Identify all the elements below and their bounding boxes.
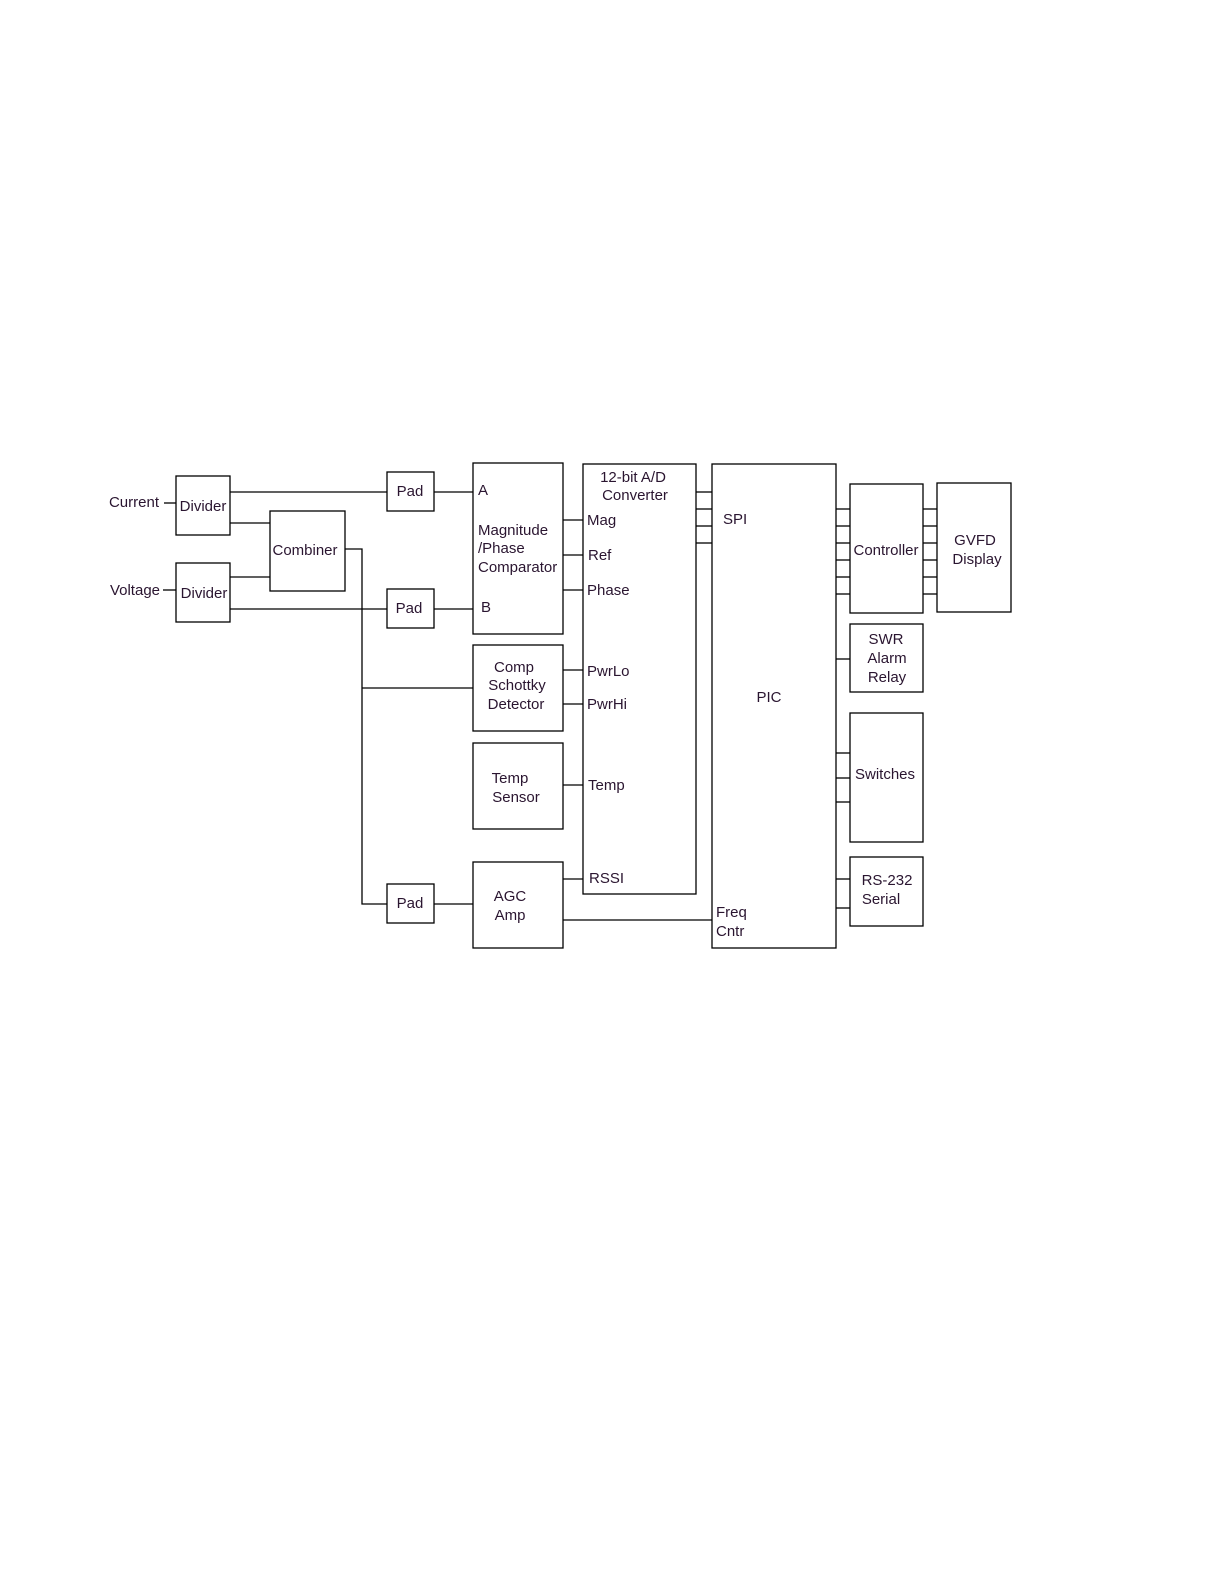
divider-current-block: Divider	[176, 476, 230, 535]
comparator-label-line1: Magnitude	[478, 522, 548, 539]
swr-label-line3: Relay	[868, 669, 907, 686]
adc-port-pwrhi: PwrHi	[587, 696, 627, 713]
switches-label: Switches	[855, 766, 915, 783]
divider-voltage-label: Divider	[181, 585, 228, 602]
divider-voltage-block: Divider	[176, 563, 230, 622]
gvfd-label-line2: Display	[952, 551, 1002, 568]
schottky-block: Comp Schottky Detector	[473, 645, 563, 731]
pic-port-freq-line2: Cntr	[716, 923, 744, 940]
adc-label-line1: 12-bit A/D	[600, 469, 666, 486]
agc-amp-block: AGC Amp	[473, 862, 563, 948]
rs232-label-line1: RS-232	[862, 872, 913, 889]
adc-block: 12-bit A/D Converter Mag Ref Phase PwrLo…	[583, 464, 696, 894]
agc-amp-box	[473, 862, 563, 948]
combiner-block: Combiner	[270, 511, 345, 591]
controller-label: Controller	[853, 542, 918, 559]
pic-block: SPI PIC Freq Cntr	[712, 464, 836, 948]
pic-port-spi: SPI	[723, 511, 747, 528]
adc-port-ref: Ref	[588, 547, 612, 564]
gvfd-display-block: GVFD Display	[937, 483, 1011, 612]
schottky-label-line1: Comp	[494, 659, 534, 676]
pad-b-block: Pad	[387, 589, 434, 628]
comparator-block: A Magnitude /Phase Comparator B	[473, 463, 563, 634]
rs232-label-line2: Serial	[862, 891, 900, 908]
adc-label-line2: Converter	[602, 487, 668, 504]
divider-current-label: Divider	[180, 498, 227, 515]
comparator-label-line3: Comparator	[478, 559, 557, 576]
temp-sensor-label-line1: Temp	[492, 770, 529, 787]
pic-port-freq-line1: Freq	[716, 904, 747, 921]
rs232-serial-block: RS-232 Serial	[850, 857, 923, 926]
pad-agc-label: Pad	[397, 895, 424, 912]
swr-alarm-relay-block: SWR Alarm Relay	[850, 624, 923, 692]
pic-box	[712, 464, 836, 948]
pad-a-block: Pad	[387, 472, 434, 511]
adc-port-phase: Phase	[587, 582, 630, 599]
temp-sensor-block: Temp Sensor	[473, 743, 563, 829]
adc-port-mag: Mag	[587, 512, 616, 529]
switches-block: Switches	[850, 713, 923, 842]
pad-b-label: Pad	[396, 600, 423, 617]
pad-a-label: Pad	[397, 483, 424, 500]
schottky-label-line3: Detector	[488, 696, 545, 713]
pic-label: PIC	[756, 689, 781, 706]
gvfd-label-line1: GVFD	[954, 532, 996, 549]
adc-port-rssi: RSSI	[589, 870, 624, 887]
adc-port-pwrlo: PwrLo	[587, 663, 630, 680]
agc-amp-label-line1: AGC	[494, 888, 527, 905]
swr-label-line1: SWR	[869, 631, 904, 648]
temp-sensor-label-line2: Sensor	[492, 789, 540, 806]
wire-combiner-bus	[345, 549, 387, 904]
adc-port-temp: Temp	[588, 777, 625, 794]
current-input-label: Current	[109, 494, 160, 511]
schottky-label-line2: Schottky	[488, 677, 546, 694]
voltage-input-label: Voltage	[110, 582, 160, 599]
comparator-port-b: B	[481, 599, 491, 616]
swr-label-line2: Alarm	[867, 650, 906, 667]
pad-agc-block: Pad	[387, 884, 434, 923]
controller-block: Controller	[850, 484, 923, 613]
agc-amp-label-line2: Amp	[495, 907, 526, 924]
combiner-label: Combiner	[272, 542, 337, 559]
comparator-label-line2: /Phase	[478, 540, 525, 557]
comparator-port-a: A	[478, 482, 488, 499]
